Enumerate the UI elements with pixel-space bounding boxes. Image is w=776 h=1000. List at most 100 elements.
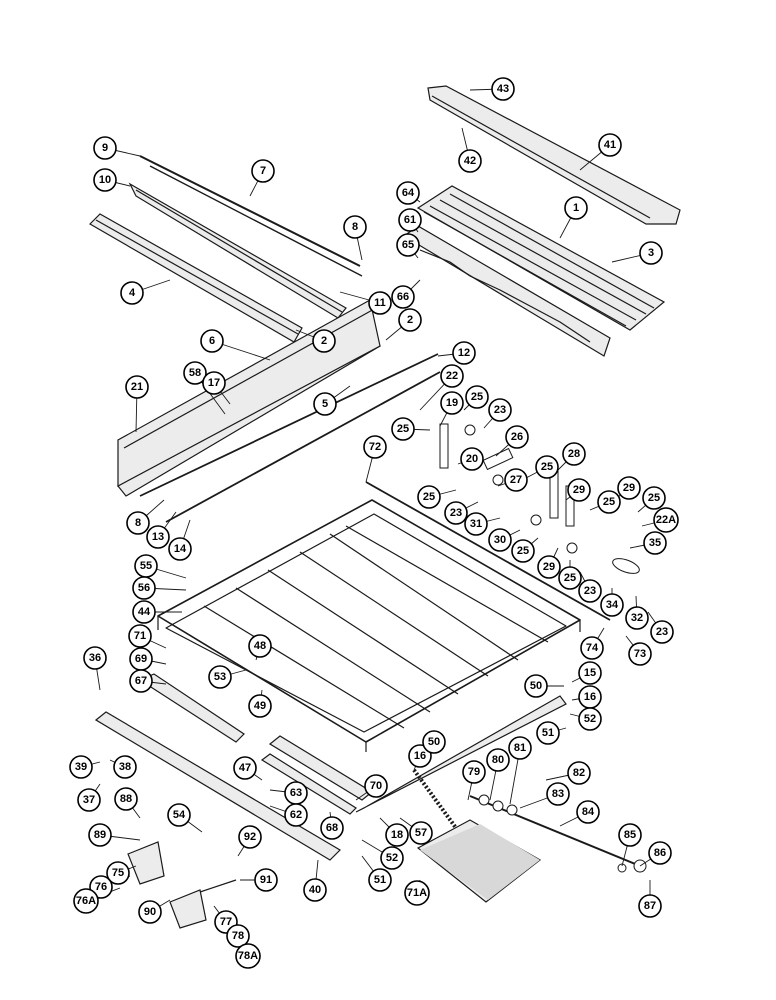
callout-circle (452, 341, 476, 365)
callout-label: 66 (397, 291, 409, 303)
callout-label: 26 (511, 431, 523, 443)
callout-label: 64 (402, 187, 415, 199)
callout-c78a: 78A (235, 943, 261, 969)
callout-c6: 6 (200, 329, 224, 353)
callout-label: 69 (135, 653, 147, 665)
callout-c81: 81 (508, 736, 532, 760)
callout-label: 2 (407, 314, 413, 326)
callout-label: 62 (290, 809, 302, 821)
part-linkage-assembly (469, 794, 647, 873)
callout-c47: 47 (233, 756, 257, 780)
callout-label: 44 (138, 606, 151, 618)
callout-c26: 26 (505, 425, 529, 449)
callout-c14: 14 (168, 537, 192, 561)
callout-circle (368, 291, 392, 315)
callout-c74: 74 (580, 636, 604, 660)
callout-circle (284, 803, 308, 827)
callout-c91: 91 (254, 868, 278, 892)
callout-label: 8 (352, 221, 358, 233)
callout-label: 89 (94, 829, 106, 841)
callout-circle (132, 576, 156, 600)
callout-c18: 18 (385, 823, 409, 847)
callout-c80: 80 (486, 748, 510, 772)
callout-circle (138, 900, 162, 924)
callout-circle (235, 943, 261, 969)
callout-c13: 13 (146, 525, 170, 549)
callout-label: 1 (573, 202, 579, 214)
callout-c23a: 23 (488, 398, 512, 422)
callout-circle (628, 642, 652, 666)
part-upper-rods (139, 155, 363, 277)
callout-label: 57 (415, 827, 427, 839)
callout-label: 52 (386, 852, 398, 864)
callout-c51b: 51 (368, 868, 392, 892)
callout-label: 88 (120, 793, 132, 805)
callout-circle (465, 385, 489, 409)
callout-circle (363, 435, 387, 459)
callout-circle (458, 149, 482, 173)
callout-c76a: 76A (73, 888, 99, 914)
callout-c51a: 51 (536, 721, 560, 745)
callout-c25a: 25 (465, 385, 489, 409)
callout-c29b: 29 (617, 476, 641, 500)
callout-c2b: 2 (398, 308, 422, 332)
callout-label: 83 (552, 788, 564, 800)
callout-circle (617, 476, 641, 500)
callout-c25c: 25 (535, 455, 559, 479)
callout-label: 50 (428, 736, 440, 748)
callout-label: 16 (584, 691, 596, 703)
callout-c34: 34 (600, 593, 624, 617)
callout-c40: 40 (303, 878, 327, 902)
callout-circle (73, 888, 99, 914)
callout-label: 70 (370, 780, 382, 792)
callout-circle (535, 455, 559, 479)
callout-label: 28 (568, 448, 580, 460)
callout-label: 85 (624, 829, 636, 841)
callout-circle (537, 555, 561, 579)
callout-c21: 21 (125, 375, 149, 399)
callout-c16b: 16 (408, 744, 432, 768)
callout-circle (578, 661, 602, 685)
callout-circle (600, 593, 624, 617)
callout-circle (238, 825, 262, 849)
callout-label: 12 (458, 347, 470, 359)
callout-c29c: 29 (537, 555, 561, 579)
callout-circle (625, 606, 649, 630)
parts-layer (89, 85, 681, 929)
callout-c64: 64 (396, 181, 420, 205)
callout-circle (120, 281, 144, 305)
callout-circle (93, 168, 117, 192)
callout-c3: 3 (639, 241, 663, 265)
callout-circle (114, 787, 138, 811)
callout-label: 36 (89, 652, 101, 664)
callout-c17: 17 (202, 371, 226, 395)
callout-circle (129, 669, 153, 693)
callout-c28: 28 (562, 442, 586, 466)
callout-circle (564, 196, 588, 220)
callout-label: 23 (494, 404, 506, 416)
callout-circle (226, 924, 250, 948)
callout-circle (486, 748, 510, 772)
callout-c30: 30 (488, 528, 512, 552)
callout-label: 37 (83, 794, 95, 806)
callout-circle (248, 694, 272, 718)
callout-label: 7 (260, 165, 266, 177)
callout-label: 82 (573, 767, 585, 779)
callout-c85: 85 (618, 823, 642, 847)
callout-c37: 37 (77, 788, 101, 812)
callout-label: 52 (584, 713, 596, 725)
callout-circle (69, 755, 93, 779)
callout-c49: 49 (248, 694, 272, 718)
callout-label: 22 (446, 370, 458, 382)
callout-c50a: 50 (524, 674, 548, 698)
callout-circle (208, 665, 232, 689)
callout-circle (422, 730, 446, 754)
callout-c29a: 29 (567, 478, 591, 502)
callout-label: 23 (656, 626, 668, 638)
callout-c23b: 23 (444, 501, 468, 525)
callout-c87: 87 (638, 894, 662, 918)
callout-c1: 1 (564, 196, 588, 220)
callout-c88: 88 (114, 787, 138, 811)
callout-label: 14 (174, 543, 187, 555)
callout-circle (546, 782, 570, 806)
